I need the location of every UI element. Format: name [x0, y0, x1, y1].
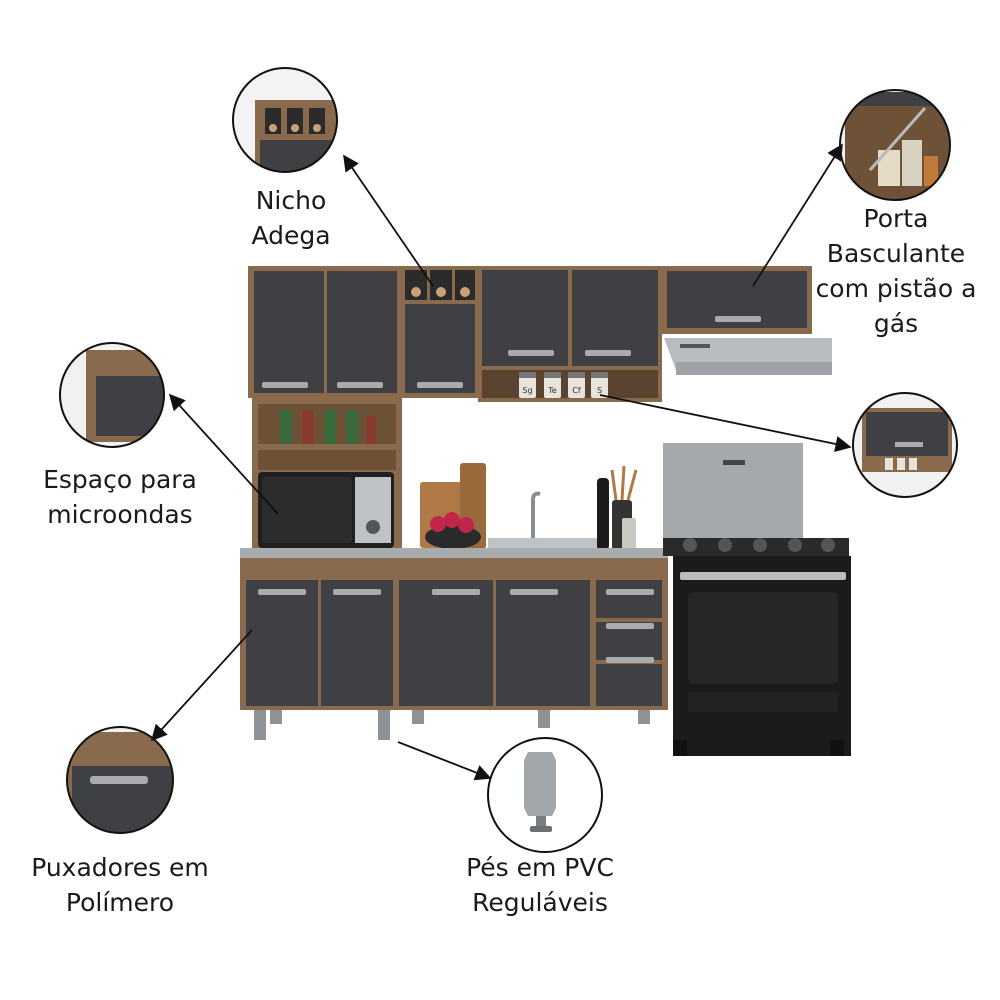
arrow-puxadores	[150, 629, 253, 742]
oven-handle	[680, 572, 846, 580]
door-handle	[432, 589, 480, 595]
callout-text: Pés em PVC	[466, 853, 614, 882]
range-hood	[664, 338, 832, 375]
callout-circle-nicho	[232, 67, 338, 173]
drawer-handle	[606, 657, 654, 663]
door-handle	[337, 382, 383, 388]
callout-text: Reguláveis	[472, 888, 608, 917]
sink	[488, 538, 598, 548]
callout-circle-microondas	[59, 342, 165, 448]
callout-label-porta-basculante: Porta Basculante com pistão a gás	[806, 201, 986, 341]
spice-jar-label: Te	[547, 386, 557, 395]
stove-backsplash	[663, 443, 803, 539]
wine-bottle-icon	[436, 287, 446, 297]
callout-text: Adega	[251, 221, 331, 250]
spice-jar-label: Cf	[572, 386, 581, 395]
callout-circle-pes	[487, 737, 603, 853]
callout-text: Porta	[863, 204, 929, 233]
spice-jars: Sg Te Cf S	[519, 372, 608, 398]
tilt-up-cabinet	[662, 266, 812, 334]
door-handle	[585, 350, 631, 356]
callout-arrows	[150, 143, 852, 781]
spice-jar-label: Sg	[522, 386, 532, 395]
callout-label-nicho-adega: Nicho Adega	[236, 183, 346, 253]
callout-text: Espaço para	[43, 465, 197, 494]
arrow-porta	[752, 143, 843, 287]
spice-jar-label: S	[597, 386, 602, 395]
callout-text: com pistão a	[815, 274, 977, 303]
callout-label-pes-pvc: Pés em PVC Reguláveis	[450, 850, 630, 920]
stove	[663, 443, 851, 756]
door-handle	[508, 350, 554, 356]
arrow-nicho	[343, 154, 434, 287]
callout-circle-porta	[839, 89, 951, 201]
countertop	[240, 548, 668, 558]
callout-circle-spices	[852, 392, 958, 498]
callout-circle-puxadores	[66, 726, 174, 834]
wine-niche-cabinet	[400, 266, 478, 398]
microwave-tower	[252, 398, 402, 550]
wine-bottle-icon	[411, 287, 421, 297]
wine-bottle	[597, 478, 609, 550]
door-handle	[510, 589, 558, 595]
drawer-handle	[606, 623, 654, 629]
callout-text: microondas	[47, 500, 193, 529]
drawer-handle	[606, 589, 654, 595]
door-handle	[417, 382, 463, 388]
callout-text: Polímero	[65, 888, 175, 917]
callout-text: gás	[873, 309, 919, 338]
sink-area	[420, 463, 638, 550]
cabinet-feet	[254, 710, 650, 740]
door-handle	[258, 589, 306, 595]
arrow-microondas	[168, 393, 279, 515]
upper-cabinet-center	[478, 266, 662, 402]
callout-label-espaco-microondas: Espaço para microondas	[30, 462, 210, 532]
door-handle	[262, 382, 308, 388]
oven-window	[688, 592, 838, 684]
door-handle	[715, 316, 761, 322]
callout-label-puxadores: Puxadores em Polímero	[20, 850, 220, 920]
door-handle	[333, 589, 381, 595]
callout-text: Puxadores em	[31, 853, 209, 882]
upper-cabinet-left	[248, 266, 400, 398]
faucet	[531, 491, 541, 548]
arrow-spices	[599, 394, 852, 452]
callout-text: Basculante	[826, 239, 966, 268]
arrow-pes	[397, 741, 492, 781]
callout-text: Nicho	[255, 186, 327, 215]
wine-bottle-icon	[460, 287, 470, 297]
base-cabinets	[240, 548, 668, 710]
